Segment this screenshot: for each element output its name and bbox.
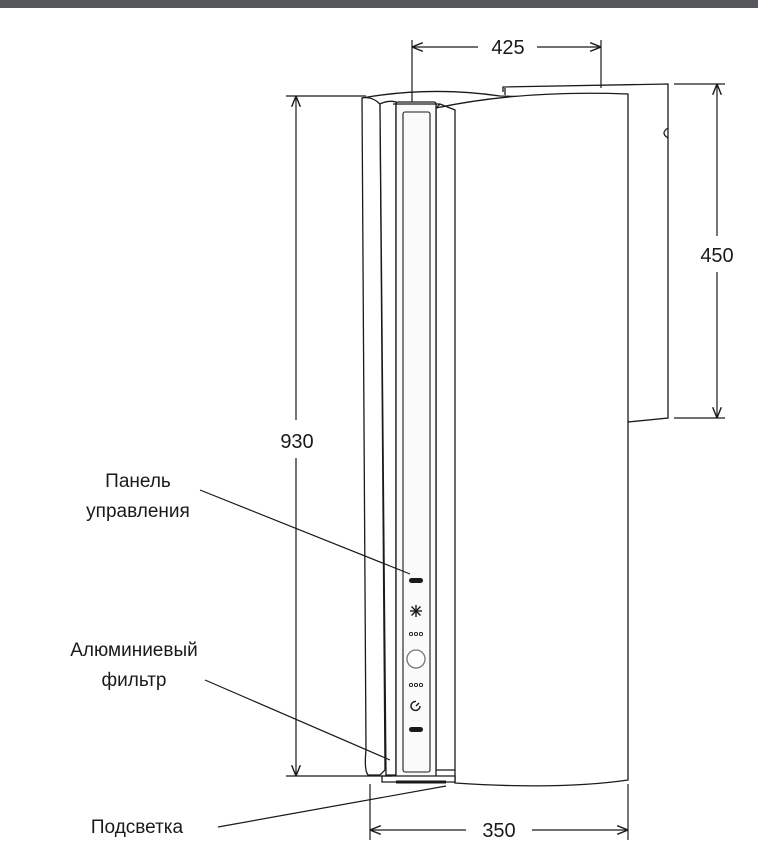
aluminum-filter-leader	[204, 679, 391, 761]
indicator-bar-bottom	[409, 727, 423, 732]
light-bulb-icon[interactable]	[410, 605, 422, 617]
dimension-450-label: 450	[700, 245, 733, 267]
dimension-350-label: 350	[482, 820, 515, 842]
backlight-callout-label: Подсветка	[91, 817, 184, 838]
aluminum-filter-callout-line2: фильтр	[101, 670, 166, 691]
dimension-930	[286, 95, 392, 777]
dimension-425-label: 425	[491, 37, 524, 59]
backlight-leader	[217, 785, 447, 828]
hood-body	[361, 90, 629, 787]
fan-speed-icon[interactable]	[408, 682, 424, 688]
control-panel-callout-line1: Панель	[105, 471, 171, 492]
power-button-icon[interactable]	[406, 649, 426, 669]
dimension-350	[369, 784, 629, 840]
timer-icon[interactable]	[410, 700, 421, 712]
control-panel-callout-line2: управления	[86, 501, 190, 522]
indicator-bar-top	[409, 578, 423, 583]
aluminum-filter-callout-line1: Алюминиевый	[70, 640, 198, 661]
dimension-450	[674, 83, 725, 419]
dimension-425	[411, 40, 602, 102]
control-panel-leader	[199, 489, 411, 575]
dimension-930-label: 930	[280, 431, 313, 453]
control-panel	[406, 578, 426, 732]
header-bar	[0, 0, 758, 8]
fan-speed-icon[interactable]	[408, 631, 424, 637]
